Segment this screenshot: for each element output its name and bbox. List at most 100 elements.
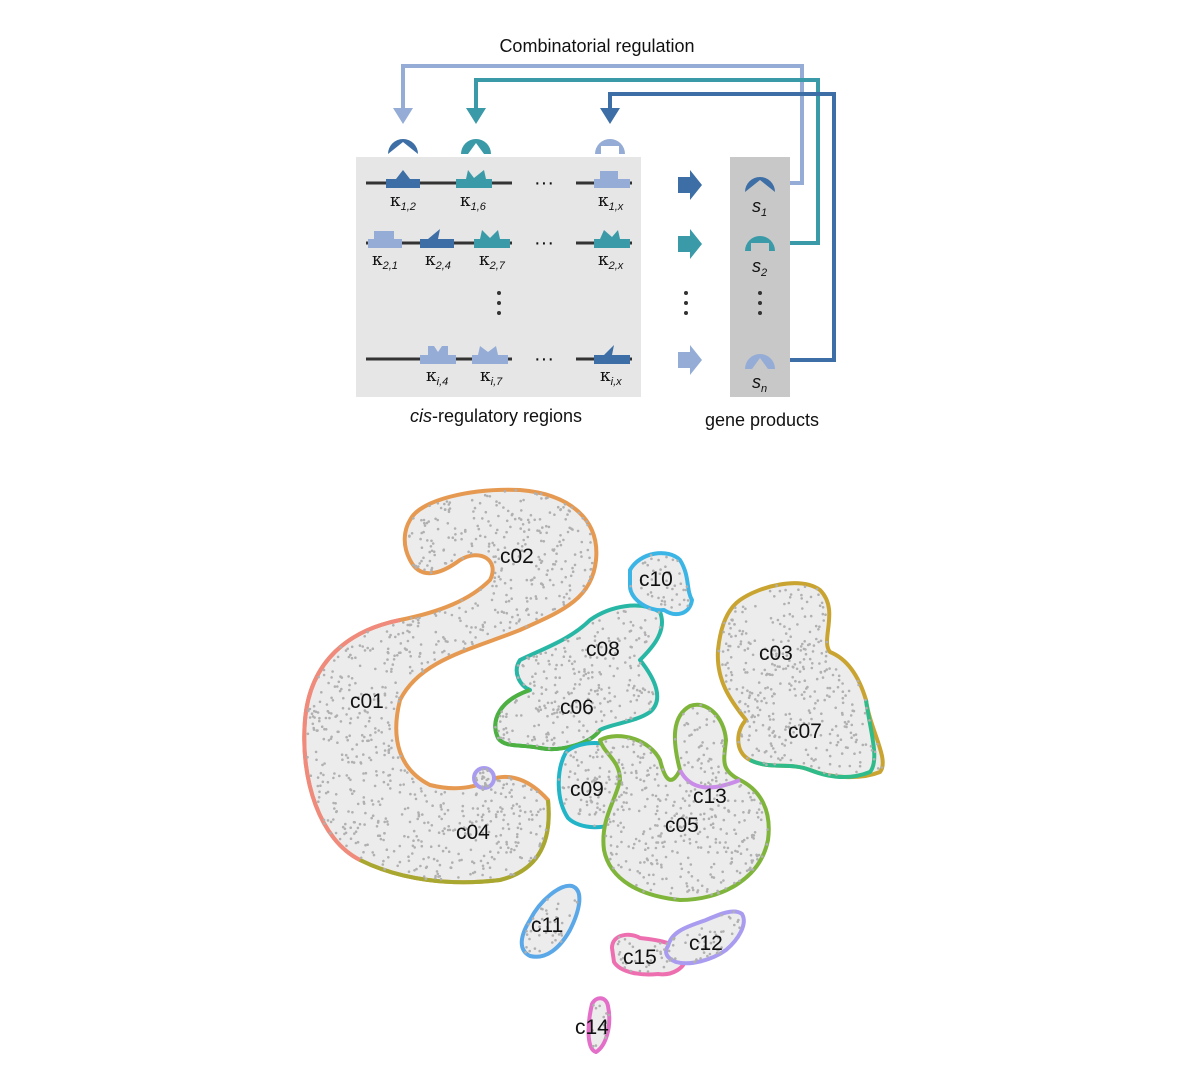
cell-point — [530, 788, 533, 791]
cell-point — [324, 791, 328, 795]
cell-point — [845, 722, 848, 726]
cell-point — [342, 696, 345, 700]
cell-point — [473, 506, 477, 510]
cell-point — [625, 962, 628, 965]
cell-point — [589, 567, 593, 571]
cell-point — [734, 634, 737, 638]
cell-point — [872, 758, 876, 761]
cell-point — [534, 672, 537, 675]
cell-point — [481, 788, 485, 791]
cell-point — [783, 602, 786, 606]
cell-point — [541, 907, 544, 911]
cell-point — [566, 513, 569, 516]
cell-point — [522, 538, 525, 542]
cell-point — [663, 840, 666, 844]
cell-point — [835, 743, 839, 747]
cell-point — [696, 759, 700, 762]
cell-point — [322, 818, 326, 822]
cell-point — [340, 687, 343, 691]
cell-point — [747, 738, 750, 742]
cell-point — [525, 946, 528, 949]
cell-point — [476, 604, 480, 607]
cell-point — [529, 682, 532, 685]
cell-point — [529, 579, 533, 582]
cell-point — [710, 875, 714, 879]
cell-point — [721, 650, 725, 653]
cell-point — [656, 809, 659, 813]
cell-point — [573, 772, 577, 775]
cell-point — [380, 717, 383, 720]
cell-point — [646, 769, 649, 772]
cell-point — [522, 683, 526, 686]
cell-point — [621, 766, 625, 770]
cell-point — [638, 689, 642, 693]
cell-point — [759, 691, 762, 695]
cell-point — [676, 559, 679, 563]
cell-point — [811, 662, 814, 665]
cell-point — [321, 780, 325, 784]
cell-point — [678, 784, 682, 787]
cell-point — [545, 735, 548, 739]
cell-point — [641, 788, 644, 792]
cell-point — [556, 902, 560, 906]
cell-point — [722, 630, 725, 634]
cell-point — [378, 834, 382, 837]
cell-point — [510, 847, 513, 851]
cell-point — [719, 827, 723, 831]
cell-point — [658, 572, 662, 576]
cell-point — [439, 506, 443, 510]
cell-point — [480, 815, 484, 819]
cell-point — [650, 557, 653, 561]
cell-point — [523, 810, 527, 814]
cell-point — [776, 618, 780, 622]
cell-point — [661, 768, 665, 771]
cell-point — [675, 593, 679, 596]
cell-point — [685, 585, 689, 588]
cell-point — [469, 848, 473, 852]
cell-point — [510, 597, 513, 600]
cell-point — [654, 617, 658, 620]
cell-point — [726, 783, 730, 786]
cell-point — [479, 534, 482, 538]
cell-point — [772, 702, 775, 705]
cell-point — [721, 870, 724, 874]
cell-point — [331, 670, 334, 673]
cell-point — [593, 778, 596, 782]
cell-point — [573, 660, 576, 663]
cell-point — [518, 856, 522, 859]
cell-point — [538, 518, 542, 521]
cell-point — [712, 720, 716, 723]
cell-point — [790, 735, 794, 739]
ellipsis-row2: ··· — [534, 232, 554, 254]
cell-point — [656, 841, 660, 844]
cell-point — [371, 851, 375, 854]
cell-point — [604, 1036, 607, 1039]
cell-point — [386, 823, 390, 826]
cell-point — [368, 716, 372, 720]
ellipsis-row3: ··· — [534, 348, 554, 370]
cell-point — [775, 654, 778, 658]
cell-point — [698, 726, 702, 729]
cell-point — [576, 529, 580, 533]
cell-point — [499, 736, 503, 740]
cell-point — [346, 647, 350, 651]
cell-point — [310, 712, 314, 715]
cell-point — [361, 739, 365, 743]
cell-point — [319, 771, 323, 775]
cell-point — [733, 623, 736, 626]
cell-point — [858, 764, 862, 768]
cell-point — [361, 645, 365, 648]
cell-point — [778, 622, 782, 626]
cell-point — [606, 823, 610, 826]
cell-point — [541, 526, 544, 529]
cell-point — [538, 558, 542, 561]
cell-point — [804, 652, 808, 656]
cell-point — [667, 949, 671, 953]
cell-point — [723, 846, 726, 849]
cell-point — [443, 791, 447, 794]
cell-point — [612, 657, 615, 660]
cell-point — [730, 857, 734, 860]
cell-point — [390, 667, 393, 671]
cell-point — [608, 770, 611, 773]
cell-point — [715, 951, 719, 955]
